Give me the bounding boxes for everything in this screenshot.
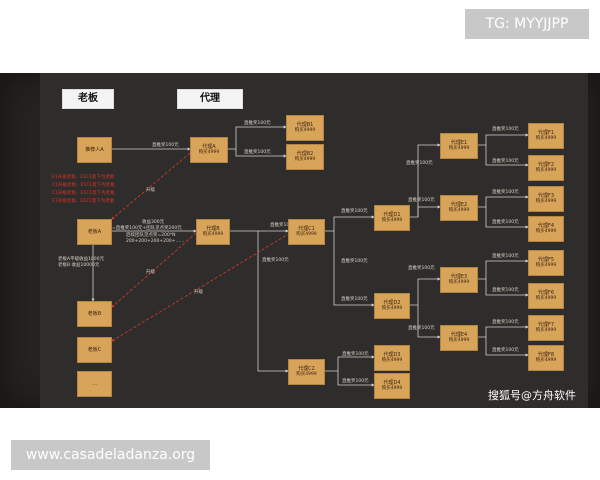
label-direct-e4: 直推奖100元 [408,324,435,331]
label-direct-f6: 直推奖100元 [492,286,519,293]
recommender-a-node: 推荐人A [77,137,112,163]
telegram-badge: TG: MYYJJPP [465,9,589,39]
connector-layer: 直推奖100元 直推奖100元 直推奖100元 直推奖100元 直推奖100元 … [52,119,529,387]
label-upgrade-2: 升级 [146,268,155,275]
website-badge: www.casadeladanza.org [11,440,210,470]
label-direct-d1: 直推奖100元 [341,207,368,214]
label-team-series: 200+200+200+200+…… [126,238,184,244]
agent-header: 代理 [177,89,243,109]
label-direct-a: 直推奖100元 [152,141,179,148]
label-direct-c1b: 直推奖100元 [270,221,297,228]
diagram-panel: 老板 代理 [0,73,600,408]
red-note-2: C1升级老板、E1C1变下为老板 [52,181,115,188]
label-team-formula: 后续团队见点奖=200*N [126,231,175,238]
label-direct-b1: 直推奖100元 [244,119,271,126]
boss-a-node: 老板A [77,219,112,245]
label-income: 收益300元 [142,218,165,225]
label-direct-e2: 直推奖100元 [408,196,435,203]
label-direct-d3: 直推奖100元 [342,350,369,357]
diagram-canvas: 老板 代理 [40,73,588,408]
label-direct-f7: 直推奖100元 [492,318,519,325]
label-boss-income-1: 老板A平级收益1000元 [58,255,105,262]
red-note-4: E1升级老板、E1C1变下为老板 [52,197,115,204]
boss-c-node: 老板C [77,337,112,363]
boss-b-node: 老板B [77,301,112,327]
label-direct-b2: 直推奖100元 [244,148,271,155]
label-direct-c2: 直推奖100元 [262,256,289,263]
label-direct-f3: 直推奖100元 [492,188,519,195]
label-direct-c1: 直推奖100元 [341,257,368,264]
label-income-detail: =直推奖100元+团队见点奖200元 [112,224,182,231]
label-direct-f2: 直推奖100元 [492,157,519,164]
label-direct-f5: 直推奖100元 [492,252,519,259]
label-upgrade-3: 升级 [194,288,203,295]
label-direct-f1: 直推奖100元 [492,125,519,132]
label-direct-d4: 直推奖100元 [342,377,369,384]
label-direct-f8: 直推奖100元 [492,346,519,353]
label-direct-e3: 直推奖100元 [408,264,435,271]
label-direct-d2: 直推奖100元 [341,295,368,302]
label-upgrade-1: 升级 [146,186,155,193]
boss-header: 老板 [62,89,114,109]
sohu-watermark: 搜狐号@方舟软件 [488,389,576,402]
red-note-1: E1升级老板、E1C1变下为老板 [52,173,115,180]
label-direct-f4: 直推奖100元 [492,218,519,225]
boss-more-node: … [77,371,112,397]
red-note-3: C1升级老板、E1C1变下为老板 [52,189,115,196]
label-boss-income-2: 老板B 收益10000元 [58,261,100,268]
label-direct-e1: 直推奖100元 [406,159,433,166]
